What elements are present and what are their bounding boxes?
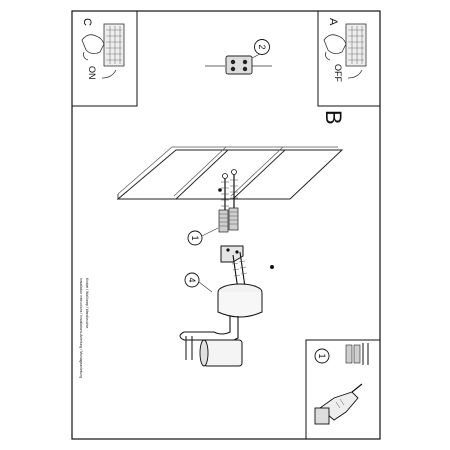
- terminal-connector-icon: [225, 55, 253, 75]
- step-callout-inset: 1: [317, 353, 327, 358]
- arrow-icon: [347, 69, 363, 79]
- panel-a-letter: A: [327, 18, 339, 26]
- step-callout-1: 1: [190, 235, 200, 240]
- hand-pressing-switch-icon: [323, 23, 367, 67]
- step-callout-mount: 1: [187, 227, 219, 246]
- panel-a: A OFF: [317, 10, 381, 107]
- drill-icon: [314, 383, 363, 425]
- mounting-hardware: [218, 169, 274, 269]
- arrow-icon: [101, 69, 117, 79]
- panel-c-letter: C: [81, 18, 93, 26]
- connector-detail: 2: [205, 39, 272, 75]
- outer-frame: [71, 10, 381, 440]
- panel-c: C ON: [71, 10, 138, 107]
- step-callout-4: 4: [187, 277, 197, 282]
- panel-a-state: OFF: [333, 64, 343, 82]
- step-callout-2: 2: [257, 44, 267, 49]
- screw-head-icon: [218, 188, 222, 192]
- lamp-body-illustration: [179, 283, 263, 367]
- drill-inset-panel: 1: [305, 339, 381, 440]
- instruction-line-2: Kinkiet / Wall lamp / Wandleuchte: [85, 278, 89, 328]
- step-callout-canopy: 4: [184, 272, 213, 293]
- section-label-b: B: [321, 110, 346, 125]
- screw-head-icon: [270, 265, 274, 269]
- step-callout-circle: [254, 39, 270, 55]
- wall-plug-icon: [218, 207, 239, 233]
- mounting-bracket: [220, 245, 244, 263]
- instruction-line-1: Installation instructions / Installation…: [79, 278, 83, 378]
- wall-panels-illustration: [116, 146, 344, 200]
- hand-pressing-switch-icon: [81, 23, 125, 67]
- panel-c-state: ON: [87, 66, 97, 80]
- wall-plug-icon: [345, 344, 361, 364]
- screw-icon: [362, 343, 369, 365]
